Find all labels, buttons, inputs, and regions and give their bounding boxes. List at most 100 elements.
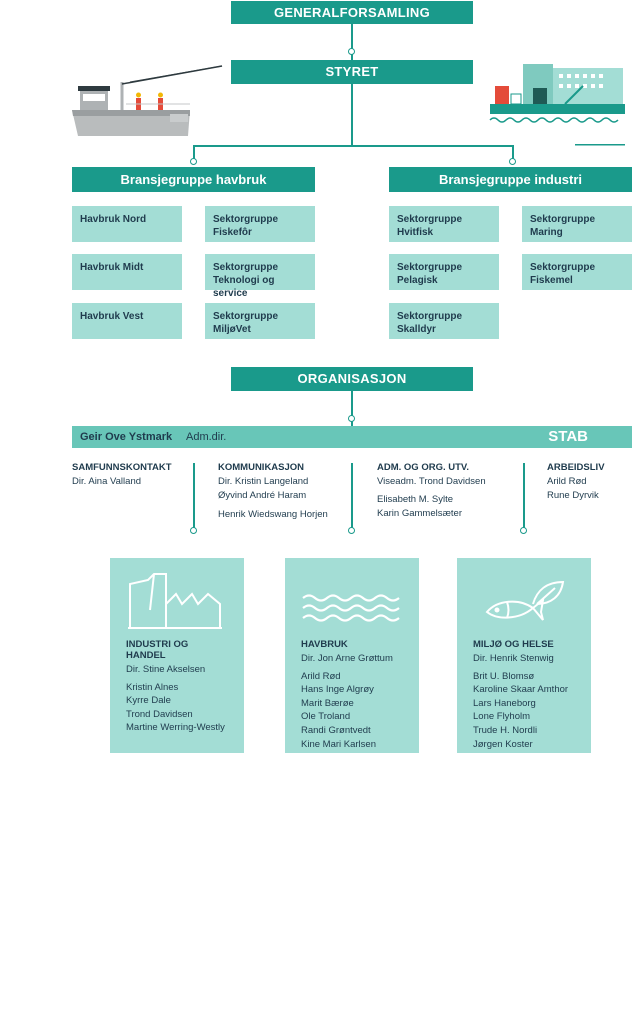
department-member: Arild Rød (301, 670, 341, 682)
column-line: Øyvind André Haram (218, 490, 307, 501)
connector-dot (348, 415, 355, 422)
box-label: Havbruk Nord (80, 214, 147, 225)
bransjegruppe-havbruk-title: Bransjegruppe havbruk (120, 172, 267, 187)
stab-bar: Geir Ove Ystmark Adm.dir. STAB (72, 426, 632, 448)
department-havbruk: HAVBRUK Dir. Jon Arne Grøttum Arild Rød … (285, 558, 419, 753)
column-title: ADM. OG ORG. UTV. (377, 462, 470, 473)
bransjegruppe-industri-title: Bransjegruppe industri (438, 172, 583, 187)
department-industri-og-handel: INDUSTRI OG HANDEL Dir. Stine Akselsen K… (110, 558, 244, 753)
box-label: Sektorgruppe (213, 311, 279, 322)
column-line: Dir. Aina Valland (72, 476, 142, 487)
column-title: SAMFUNNSKONTAKT (72, 462, 172, 473)
stab-column-kommunikasjon: KOMMUNIKASJON Dir. Kristin Langeland Øyv… (218, 462, 353, 522)
department-member: Karoline Skaar Amthor (473, 684, 569, 696)
sektorgruppe-box: Sektorgruppe Skalldyr (389, 303, 499, 339)
connector-line (351, 24, 353, 60)
column-title: KOMMUNIKASJON (218, 462, 305, 473)
stab-column-arbeidsliv: ARBEIDSLIV Arild Rød Rune Dyrvik (547, 462, 627, 503)
connector-line (351, 391, 353, 426)
box-label: Sektorgruppe (530, 262, 596, 273)
connector-dot (509, 158, 516, 165)
department-member: Ole Troland (301, 711, 351, 723)
department-director: Dir. Jon Arne Grøttum (301, 653, 393, 664)
connector-dot (348, 48, 355, 55)
box-label: Havbruk Midt (80, 262, 144, 273)
stab-label: STAB (548, 428, 588, 445)
connector-dot (348, 527, 355, 534)
box-label: Pelagisk (397, 275, 438, 286)
stab-column-samfunnskontakt: SAMFUNNSKONTAKT Dir. Aina Valland (72, 462, 202, 489)
box-label: Sektorgruppe (397, 214, 463, 225)
department-director: Dir. Stine Akselsen (126, 664, 206, 675)
department-member: Kyrre Dale (126, 695, 171, 707)
box-label: Havbruk Vest (80, 311, 144, 322)
connector-line (351, 463, 353, 528)
connector-dot (190, 527, 197, 534)
department-member: Kine Mari Karlsen (301, 738, 376, 750)
stab-column-adm: ADM. OG ORG. UTV. Viseadm. Trond Davidse… (377, 462, 517, 521)
havbruk-box: Havbruk Nord (72, 206, 182, 242)
box-label: Sektorgruppe (213, 214, 279, 225)
department-title: HAVBRUK (301, 639, 348, 650)
havbruk-box: Havbruk Vest (72, 303, 182, 339)
department-title: INDUSTRI OG HANDEL (126, 639, 189, 661)
department-director: Dir. Henrik Stenwig (473, 653, 554, 664)
box-label: MiljøVet (213, 324, 251, 335)
waves-icon (302, 594, 400, 622)
bransjegruppe-havbruk-header: Bransjegruppe havbruk (72, 167, 315, 192)
boat-illustration (72, 65, 223, 136)
factory-icon (128, 573, 222, 629)
organisasjon-box: ORGANISASJON (231, 367, 473, 391)
box-label: Sektorgruppe (530, 214, 596, 225)
department-member: Jørgen Koster (473, 738, 533, 750)
column-line: Viseadm. Trond Davidsen (377, 476, 486, 487)
sektorgruppe-box: Sektorgruppe Hvitfisk (389, 206, 499, 242)
box-label: Maring (530, 227, 563, 238)
department-title: MILJØ OG HELSE (473, 639, 554, 650)
connector-line (523, 463, 525, 528)
department-member: Brit U. Blomsø (473, 670, 535, 682)
connector-line (193, 145, 513, 147)
director-role: Adm.dir. (186, 431, 227, 443)
column-line: Karin Gammelsæter (377, 508, 462, 519)
column-line: Henrik Wiedswang Horjen (218, 509, 328, 520)
department-member: Lars Haneborg (473, 697, 536, 709)
director-name: Geir Ove Ystmark (80, 431, 173, 443)
styret-box: STYRET (231, 60, 473, 84)
connector-line (193, 463, 195, 528)
organisasjon-label: ORGANISASJON (297, 371, 407, 386)
connector-dot (190, 158, 197, 165)
department-member: Randi Grøntvedt (301, 724, 371, 736)
sektorgruppe-box: Sektorgruppe Fiskemel (522, 254, 632, 290)
connector-dot (520, 527, 527, 534)
department-member: Trond Davidsen (126, 708, 193, 720)
department-member: Hans Inge Algrøy (301, 684, 374, 696)
column-line: Dir. Kristin Langeland (218, 476, 309, 487)
styret-label: STYRET (325, 64, 379, 79)
box-label: Sektorgruppe (397, 311, 463, 322)
sektorgruppe-box: Sektorgruppe Fiskefôr (205, 206, 315, 242)
factory-illustration (489, 64, 625, 146)
sektorgruppe-box: Sektorgruppe Pelagisk (389, 254, 499, 290)
connector-line (193, 145, 195, 160)
column-line: Elisabeth M. Sylte (377, 494, 454, 505)
box-label: Hvitfisk (397, 227, 434, 238)
connector-line (351, 84, 353, 146)
sektorgruppe-box: Sektorgruppe Maring (522, 206, 632, 242)
column-line: Rune Dyrvik (547, 490, 599, 501)
department-member: Lone Flyholm (473, 711, 531, 723)
department-member: Marit Bærøe (301, 697, 354, 709)
column-title: ARBEIDSLIV (547, 462, 605, 473)
generalforsamling-box: GENERALFORSAMLING (231, 1, 473, 24)
column-line: Arild Rød (547, 476, 587, 487)
havbruk-box: Havbruk Midt (72, 254, 182, 290)
box-label: Teknologi og service (213, 275, 275, 299)
generalforsamling-label: GENERALFORSAMLING (273, 5, 431, 20)
department-miljo-og-helse: MILJØ OG HELSE Dir. Henrik Stenwig Brit … (457, 558, 591, 753)
box-label: Skalldyr (397, 324, 436, 335)
box-label: Sektorgruppe (397, 262, 463, 273)
box-label: Fiskefôr (213, 227, 252, 238)
connector-line (512, 145, 514, 160)
box-label: Sektorgruppe (213, 262, 279, 273)
fish-icon (485, 580, 565, 621)
